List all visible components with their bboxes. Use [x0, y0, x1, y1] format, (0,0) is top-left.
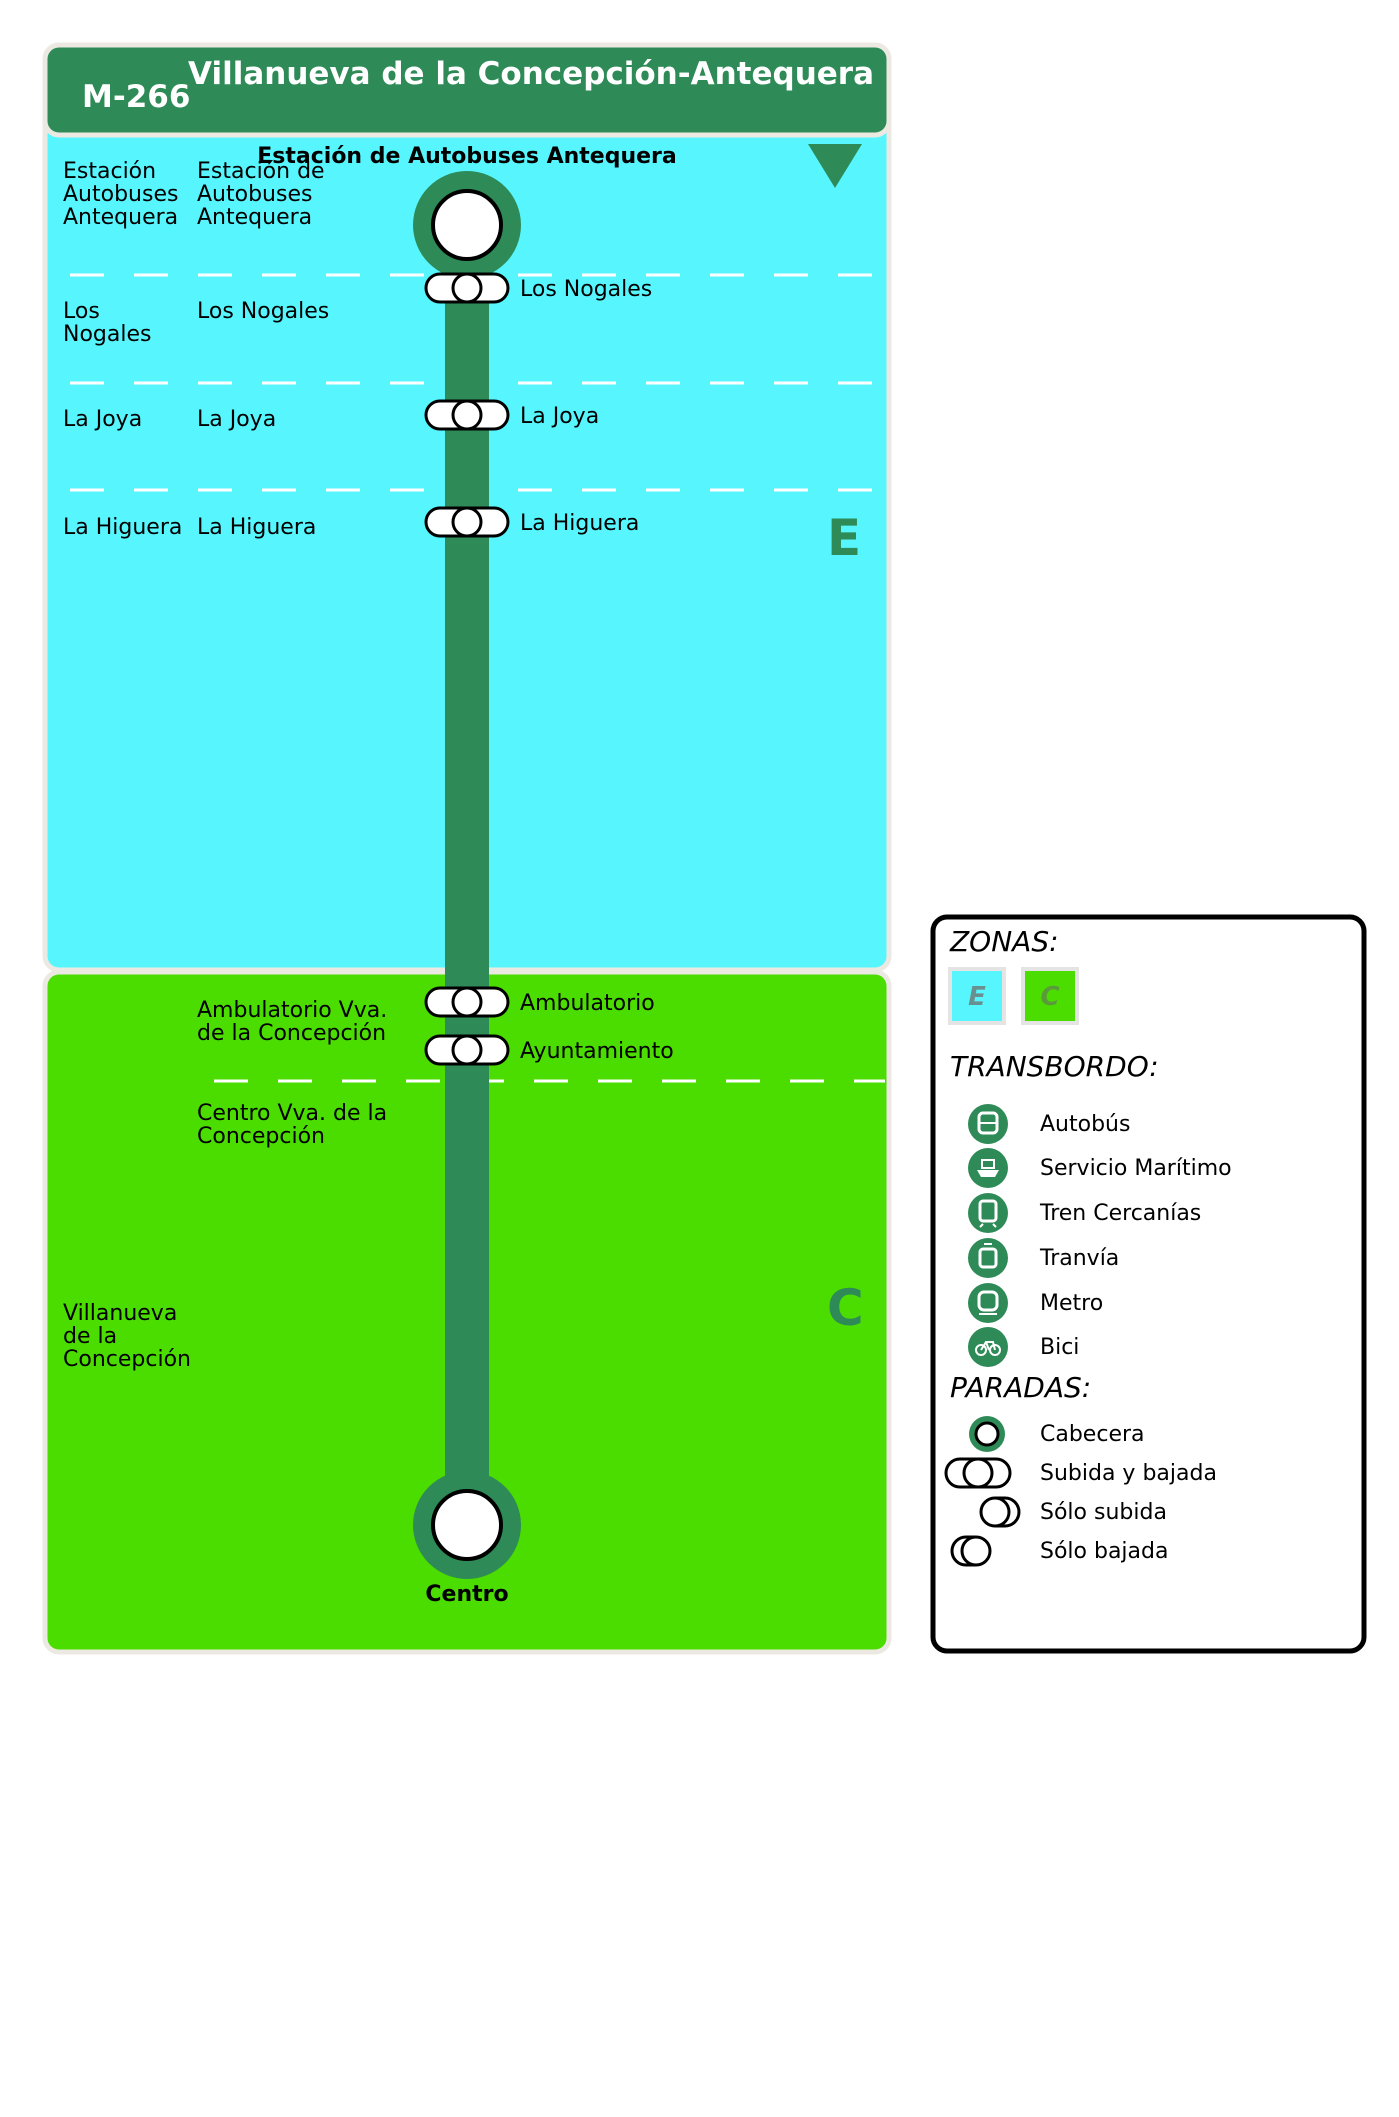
bicycle-icon: [968, 1327, 1008, 1367]
legend-transfer-label: Tren Cercanías: [1039, 1201, 1201, 1226]
legend-stop-label: Subida y bajada: [1040, 1461, 1217, 1486]
down-stop-icon: [950, 1535, 992, 1567]
route-line: [445, 225, 489, 1525]
area-estacion: Estación de Autobuses Antequera: [197, 159, 332, 230]
stop-markers: [424, 272, 510, 1066]
legend-transfer-label: Tranvía: [1039, 1246, 1119, 1271]
stop-marker-ayuntamiento: [424, 1034, 510, 1066]
stop-marker-ambulatorio: [424, 986, 510, 1018]
stop-label-la-joya: La Joya: [520, 404, 599, 429]
legend-transfer-title: TRANSBORDO:: [950, 1050, 1159, 1083]
legend-transfer-label: Metro: [1040, 1291, 1103, 1316]
terminal-stop-icon: [969, 1416, 1005, 1452]
route-code: M-266: [82, 79, 190, 115]
legend-transfer-label: Bici: [1040, 1335, 1079, 1360]
route-header: [42, 42, 892, 138]
legend-stops-title: PARADAS:: [950, 1371, 1091, 1404]
stop-marker-los-nogales: [424, 272, 510, 304]
municipality-villanueva: Villanueva de la Concepción: [63, 1301, 191, 1372]
stop-label-la-higuera: La Higuera: [520, 511, 639, 536]
both-stop-icon: [944, 1457, 1012, 1489]
stop-label-ambulatorio: Ambulatorio: [520, 991, 655, 1016]
stop-marker-la-joya: [424, 399, 510, 431]
stop-marker-la-higuera: [424, 506, 510, 538]
legend: ZONAS: E C TRANSBORDO:: [930, 914, 1367, 1654]
area-la-higuera: La Higuera: [197, 515, 316, 540]
terminal-end-circle: [431, 1489, 503, 1561]
zone-label-e: E: [827, 509, 861, 567]
legend-box: [930, 914, 1367, 1654]
legend-zone-swatch-e: [948, 967, 1006, 1025]
legend-zones-title: ZONAS:: [949, 925, 1059, 958]
metro-icon: [968, 1283, 1008, 1323]
train-icon: [968, 1193, 1008, 1233]
municipality-los-nogales: Los Nogales: [63, 299, 151, 347]
up-stop-icon: [979, 1496, 1021, 1528]
area-la-joya: La Joya: [197, 407, 276, 432]
bus-icon: [968, 1104, 1008, 1144]
stop-label-ayuntamiento: Ayuntamiento: [520, 1039, 674, 1064]
terminal-end-label: Centro: [425, 1582, 508, 1607]
legend-stop-label: Sólo bajada: [1040, 1539, 1168, 1564]
legend-stop-label: Sólo subida: [1040, 1500, 1167, 1525]
terminal-start-circle: [431, 189, 503, 261]
stop-label-los-nogales: Los Nogales: [520, 277, 652, 302]
route-name: Villanueva de la Concepción-Antequera: [188, 56, 874, 92]
legend-transfer-label: Autobús: [1040, 1112, 1130, 1137]
legend-stop-label: Cabecera: [1040, 1422, 1145, 1447]
municipality-la-higuera: La Higuera: [63, 515, 182, 540]
direction-arrow-icon: [808, 144, 862, 188]
ferry-icon: [968, 1148, 1008, 1188]
legend-transfer-label: Servicio Marítimo: [1040, 1156, 1232, 1181]
area-centro: Centro Vva. de la Concepción: [197, 1101, 394, 1149]
municipality-estacion: Estación Autobuses Antequera: [63, 159, 185, 230]
municipality-la-joya: La Joya: [63, 407, 142, 432]
legend-zone-letter-e: E: [968, 982, 986, 1012]
area-los-nogales: Los Nogales: [197, 299, 329, 324]
legend-zone-letter-c: C: [1040, 982, 1059, 1012]
terminal-start-label: Estación de Autobuses Antequera: [257, 144, 676, 169]
legend-zone-swatch-c: [1021, 967, 1079, 1025]
tram-icon: [968, 1238, 1008, 1278]
area-ambulatorio: Ambulatorio Vva. de la Concepción: [197, 998, 394, 1046]
zone-label-c: C: [827, 1279, 864, 1337]
